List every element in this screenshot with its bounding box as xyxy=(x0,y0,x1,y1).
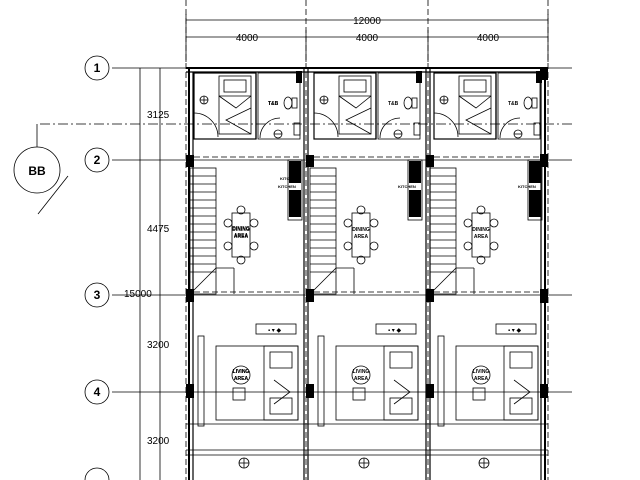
row-3-dim: 3200 xyxy=(147,340,170,351)
unit-3 xyxy=(425,70,543,469)
toilet-label: T&B xyxy=(268,101,279,107)
svg-text:BB: BB xyxy=(28,164,46,178)
room-labels: T&B KITCHEN DINING AREA LIVING AREA xyxy=(232,101,298,382)
dining-label: DINING xyxy=(232,226,250,232)
grid-bubble-5 xyxy=(84,467,110,480)
svg-text:4: 4 xyxy=(94,385,101,399)
kitchen-label: KITCHEN xyxy=(280,176,298,181)
bay-2-label: 4000 xyxy=(356,33,379,44)
overall-width-label: 12000 xyxy=(353,16,381,27)
row-4-dim: 3200 xyxy=(147,436,170,447)
grid-bubble-4: 4 xyxy=(84,379,110,405)
row-2-dim: 4475 xyxy=(147,224,170,235)
bay-1-label: 4000 xyxy=(236,33,259,44)
grid-bubble-3: 3 xyxy=(84,282,110,308)
grid-bubble-1: 1 xyxy=(84,55,110,81)
svg-text:1: 1 xyxy=(94,61,101,75)
unit-2 xyxy=(305,70,423,469)
section-marker-bb: BB xyxy=(13,124,69,215)
bay-3-label: 4000 xyxy=(477,33,500,44)
building-walls xyxy=(186,67,548,480)
top-dimensions: 12000 4000 4000 4000 xyxy=(185,14,549,62)
row-1-dim: 3125 xyxy=(147,110,170,121)
living-label: LIVING xyxy=(233,369,250,375)
overall-depth-dim: 15000 xyxy=(124,289,152,300)
grid-bubble-2: 2 xyxy=(84,147,110,173)
svg-text:2: 2 xyxy=(94,153,101,167)
left-dimensions: 3125 4475 15000 3200 3200 xyxy=(124,68,170,480)
living-area-label: AREA xyxy=(234,376,249,382)
right-columns xyxy=(540,68,548,398)
svg-text:3: 3 xyxy=(94,288,101,302)
unit-1 xyxy=(185,70,303,469)
vertical-grid-lines xyxy=(185,0,549,480)
dining-area-label: AREA xyxy=(234,233,249,239)
